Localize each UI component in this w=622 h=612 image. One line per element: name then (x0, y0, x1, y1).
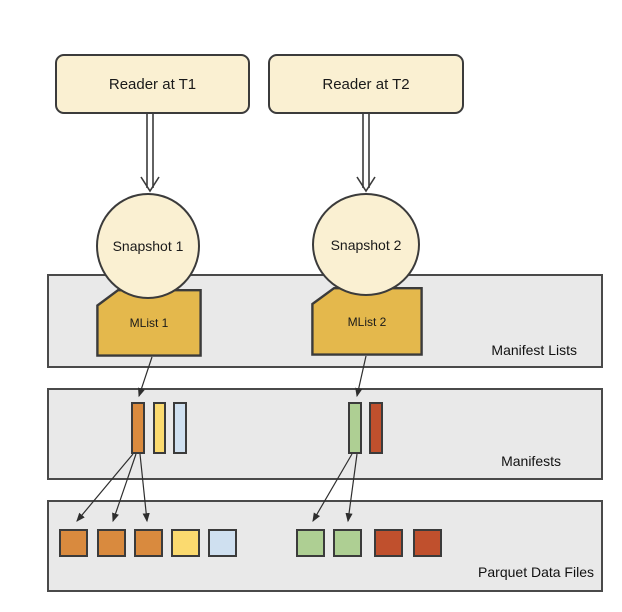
band-parquet-data-files: Parquet Data Files (47, 500, 603, 592)
band-label-manifests: Manifests (501, 453, 561, 469)
parquet-file-s2-red-2 (413, 529, 442, 557)
mlist1-node: MList 1 (96, 289, 202, 357)
parquet-file-s1-orange-1 (59, 529, 88, 557)
parquet-file-s2-green-1 (296, 529, 325, 557)
mlist1-label: MList 1 (129, 316, 169, 330)
parquet-file-s1-orange-2 (97, 529, 126, 557)
mlist1-shape (96, 289, 202, 357)
mlist2-label: MList 2 (347, 314, 387, 329)
manifest-bar-s1-blue (173, 402, 187, 454)
reader-t2-node: Reader at T2 (268, 54, 464, 114)
manifest-bar-s1-yellow (153, 402, 166, 454)
parquet-file-s1-blue (208, 529, 237, 557)
manifest-bar-s2-green (348, 402, 362, 454)
manifest-bar-s2-red (369, 402, 383, 454)
reader-t1-node: Reader at T1 (55, 54, 250, 114)
snapshot1-node: Snapshot 1 (96, 193, 200, 299)
mlist2-shape (311, 287, 423, 356)
snapshot2-label: Snapshot 2 (330, 236, 402, 253)
edge-reader1-snapshot1 (140, 114, 160, 193)
parquet-file-s1-orange-3 (134, 529, 163, 557)
parquet-file-s1-yellow (171, 529, 200, 557)
manifest-bar-s1-orange (131, 402, 145, 454)
mlist2-node: MList 2 (311, 287, 423, 356)
reader-t2-label: Reader at T2 (322, 75, 410, 93)
snapshot1-label: Snapshot 1 (112, 238, 184, 254)
band-label-parquet-data-files: Parquet Data Files (478, 564, 594, 580)
parquet-file-s2-red-1 (374, 529, 403, 557)
reader-t1-label: Reader at T1 (108, 75, 197, 93)
snapshot2-node: Snapshot 2 (312, 193, 420, 296)
parquet-file-s2-green-2 (333, 529, 362, 557)
band-label-manifest-lists: Manifest Lists (491, 342, 577, 358)
edge-reader2-snapshot2 (356, 114, 376, 193)
